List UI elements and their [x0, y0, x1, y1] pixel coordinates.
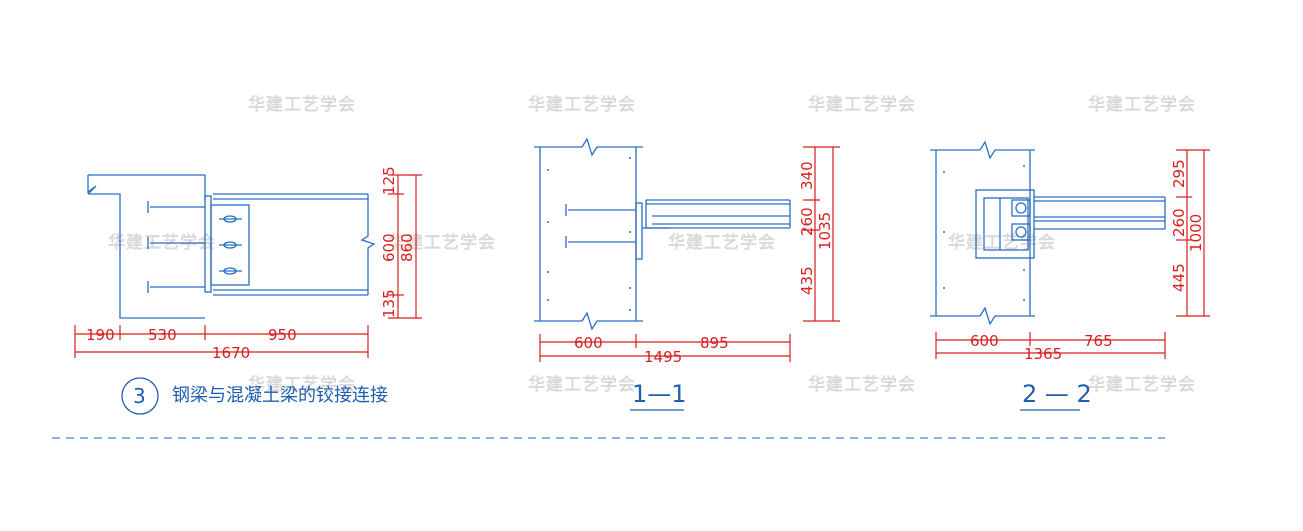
- section-1-1-dimension-text: 600 895 1495 340 260 435 1035: [574, 161, 834, 366]
- dim-860: 860: [398, 233, 416, 262]
- section-label: 2 — 2: [1022, 380, 1092, 408]
- main-dimension-text: 190 530 950 1670 125 600 135 860: [86, 166, 416, 362]
- break-line: [979, 140, 1035, 160]
- watermark-text: 华建工艺学会: [1088, 374, 1196, 395]
- break-line: [979, 306, 1035, 326]
- watermark-text: 华建工艺学会: [248, 94, 356, 115]
- dim-600: 600: [574, 334, 603, 352]
- section-2-2-hatch: [943, 165, 1025, 301]
- section-1-1-dimensions: [539, 146, 840, 362]
- dim-125: 125: [380, 166, 398, 195]
- embedded-plate: [975, 189, 1035, 259]
- break-line: [87, 175, 97, 195]
- watermark-text: 华建工艺学会: [248, 374, 356, 395]
- watermark-text: 华建工艺学会: [528, 94, 636, 115]
- detail-number-circle: [121, 377, 159, 415]
- bolt-head: [1015, 202, 1027, 214]
- watermark-text: 华建工艺学会: [1088, 94, 1196, 115]
- main-dimensions: [74, 174, 422, 358]
- section-2-2-dimension-text: 600 765 1365 295 260 445 1000: [970, 159, 1205, 363]
- bolt-head: [223, 215, 237, 223]
- dim-765: 765: [1084, 332, 1113, 350]
- dim-950: 950: [268, 326, 297, 344]
- dim-600: 600: [380, 233, 398, 262]
- section-label: 1—1: [632, 380, 687, 408]
- detail-caption: 3 钢梁与混凝土梁的铰接连接: [121, 377, 388, 415]
- shear-tab: [210, 204, 250, 286]
- break-line: [581, 311, 643, 331]
- dim-1035: 1035: [816, 212, 834, 250]
- watermark-text: 华建工艺学会: [668, 232, 776, 253]
- dim-1000: 1000: [1187, 214, 1205, 252]
- dim-260: 260: [798, 207, 816, 236]
- detail-number: 3: [133, 384, 146, 408]
- embedded-plate: [635, 202, 643, 260]
- bolt-head: [223, 267, 237, 275]
- bolt-head: [1015, 226, 1027, 238]
- dim-190: 190: [86, 326, 115, 344]
- dim-1365: 1365: [1024, 345, 1062, 363]
- section-1-1: [534, 137, 791, 331]
- section-1-1-hatch: [547, 157, 631, 311]
- dim-295: 295: [1170, 159, 1188, 188]
- concrete-outline: [88, 193, 205, 319]
- dim-135: 135: [380, 289, 398, 318]
- dim-260: 260: [1170, 208, 1188, 237]
- dim-600: 600: [970, 332, 999, 350]
- dim-1495: 1495: [644, 348, 682, 366]
- watermark-text: 华建工艺学会: [528, 374, 636, 395]
- dim-1670: 1670: [212, 344, 250, 362]
- dim-445: 445: [1170, 263, 1188, 292]
- detail-title: 钢梁与混凝土梁的铰接连接: [172, 385, 388, 406]
- watermark-text: 华建工艺学会: [808, 94, 916, 115]
- bolt-head: [223, 241, 237, 249]
- section-2-2-label: 2 — 2: [1020, 380, 1092, 411]
- dim-340: 340: [798, 161, 816, 190]
- section-2-2-dimensions: [935, 149, 1210, 359]
- main-elevation: [87, 174, 376, 319]
- dim-895: 895: [700, 334, 729, 352]
- bolt-box: [1011, 223, 1031, 241]
- dim-530: 530: [148, 326, 177, 344]
- watermark-text: 华建工艺学会: [388, 232, 496, 253]
- watermark-text: 华建工艺学会: [808, 374, 916, 395]
- break-line: [360, 194, 376, 295]
- dim-435: 435: [798, 266, 816, 295]
- section-2-2: [930, 140, 1166, 326]
- section-1-1-label: 1—1: [630, 380, 687, 411]
- bolt-box: [1011, 199, 1031, 217]
- break-line: [581, 137, 643, 157]
